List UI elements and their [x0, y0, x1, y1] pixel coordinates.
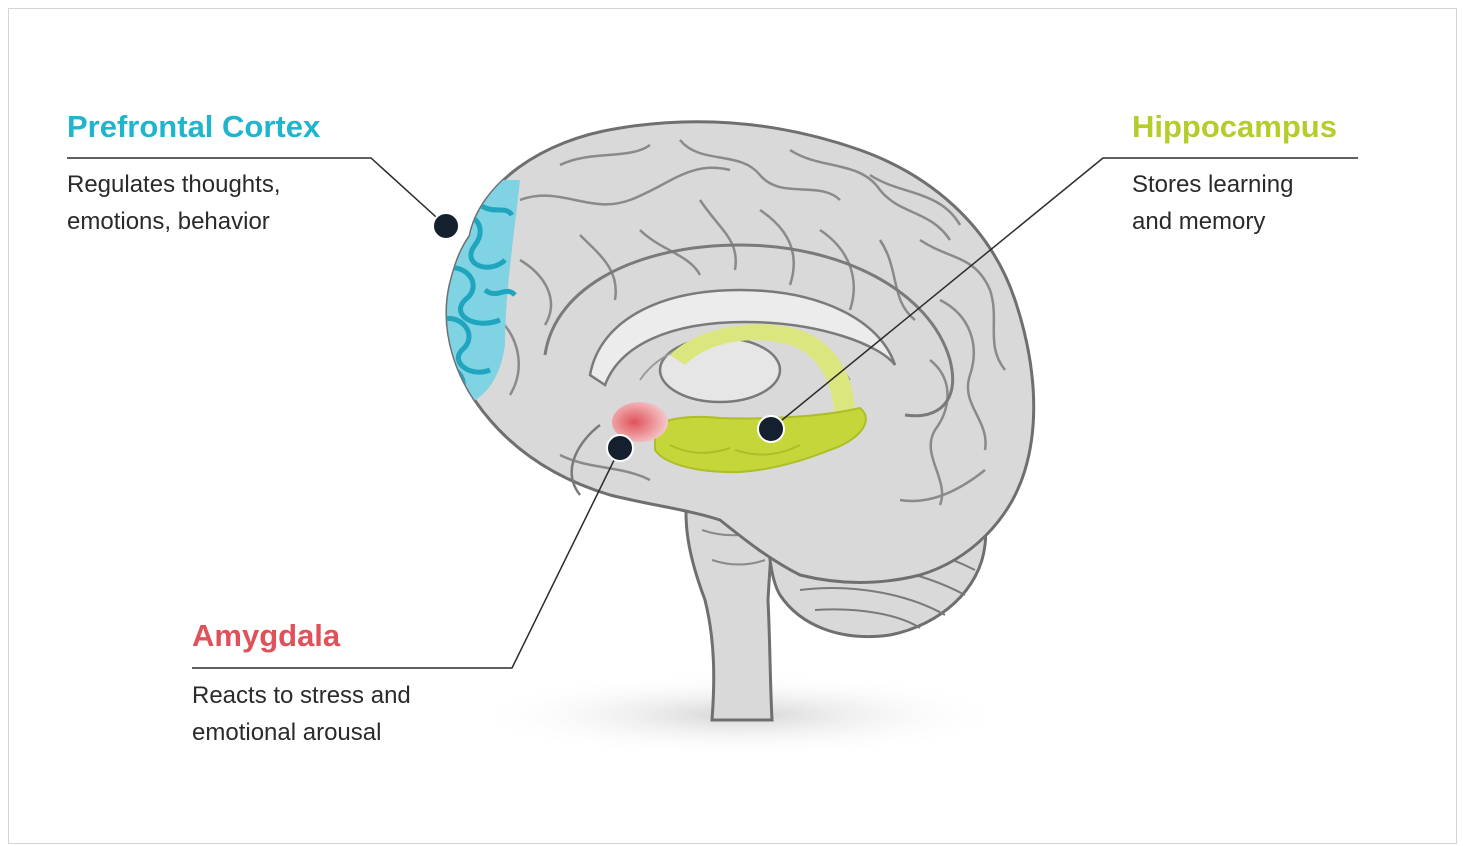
- amygdala-marker: [607, 435, 633, 461]
- hippocampus-description: Stores learning and memory: [1132, 166, 1337, 240]
- amygdala-desc-line-1: Reacts to stress and: [192, 677, 411, 714]
- hippocampus-marker: [758, 416, 784, 442]
- prefrontal-cortex-description: Regulates thoughts, emotions, behavior: [67, 166, 320, 240]
- hippocampus-desc-line-1: Stores learning: [1132, 166, 1337, 203]
- prefrontal-cortex-label: Prefrontal Cortex Regulates thoughts, em…: [67, 108, 320, 240]
- amygdala-desc-line-2: emotional arousal: [192, 714, 411, 751]
- hippocampus-title: Hippocampus: [1132, 108, 1337, 146]
- prefrontal-cortex-desc-line-2: emotions, behavior: [67, 203, 320, 240]
- amygdala-label: Amygdala Reacts to stress and emotional …: [192, 617, 411, 751]
- hippocampus-desc-line-2: and memory: [1132, 203, 1337, 240]
- hippocampus-label: Hippocampus Stores learning and memory: [1132, 108, 1337, 240]
- amygdala-title: Amygdala: [192, 617, 411, 655]
- prefrontal-marker: [433, 213, 459, 239]
- prefrontal-cortex-desc-line-1: Regulates thoughts,: [67, 166, 320, 203]
- prefrontal-cortex-title: Prefrontal Cortex: [67, 108, 320, 146]
- amygdala-description: Reacts to stress and emotional arousal: [192, 677, 411, 751]
- thalamus: [660, 338, 780, 402]
